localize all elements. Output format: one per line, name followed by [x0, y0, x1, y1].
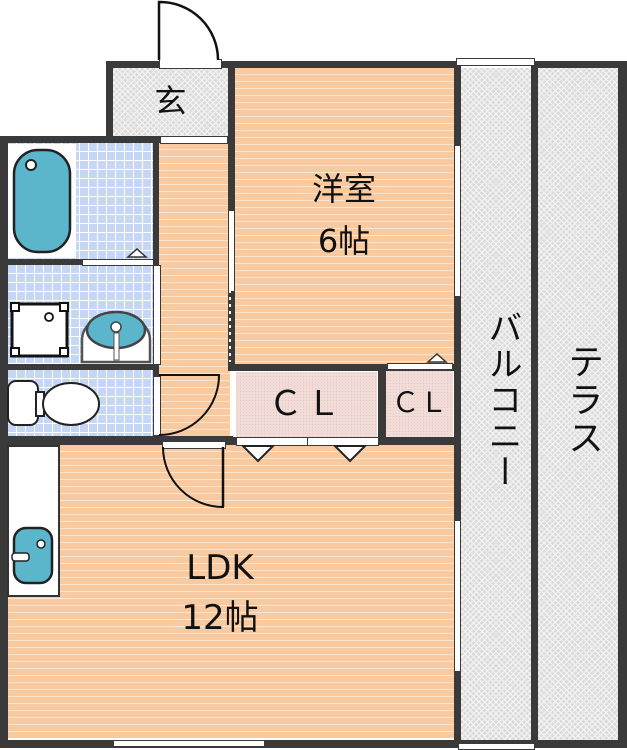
ldk-door-swing-icon	[162, 446, 225, 509]
wash-door[interactable]	[153, 265, 161, 365]
closet-small-marker-icon	[426, 352, 448, 363]
ldk-door-opening[interactable]	[162, 441, 226, 449]
closet-large-floor	[236, 372, 377, 437]
western-room-size: 6帖	[317, 222, 371, 260]
entrance-floor	[113, 68, 228, 138]
wall-wash-toilet	[0, 364, 159, 370]
ldk-window-bottom	[113, 740, 265, 747]
wall-bath-top	[0, 136, 160, 143]
western-window-top	[456, 58, 535, 66]
kitchen-sink-icon	[7, 445, 60, 597]
closet-small-floor	[386, 370, 453, 437]
bathtub-icon	[8, 144, 76, 258]
balcony-floor	[461, 68, 531, 740]
toilet-door[interactable]	[153, 376, 161, 436]
closet-door-marker-icon	[332, 445, 368, 463]
wall-closet-top	[228, 364, 456, 371]
western-room-name: 洋室	[311, 170, 376, 208]
wall-top-entrance	[106, 61, 456, 68]
wall-balcony-terrace	[531, 61, 538, 748]
wall-top-terrace	[533, 61, 626, 68]
terrace-label: テラス	[562, 343, 603, 457]
toilet-icon	[7, 380, 100, 426]
closet-large-label: ＣＬ	[268, 384, 345, 424]
ldk-window-side	[454, 520, 461, 672]
terrace-floor	[538, 68, 618, 740]
hall-top-opening	[160, 136, 228, 144]
western-window-side	[454, 145, 461, 297]
wall-closet-divider	[378, 364, 386, 445]
wall-toilet-bottom	[0, 436, 160, 445]
entrance-label: 玄	[154, 82, 187, 120]
wall-balcony-inner	[454, 61, 461, 748]
entrance-door-swing-icon	[157, 0, 220, 61]
washing-machine-icon	[10, 302, 69, 358]
western-room-floor	[234, 68, 454, 365]
bath-door-marker-icon	[126, 247, 148, 258]
washbasin-icon	[80, 310, 152, 364]
wall-entrance-left	[106, 61, 113, 143]
ldk-size: 12帖	[181, 598, 259, 638]
closet-door-marker-icon	[240, 445, 276, 463]
wall-right	[618, 61, 627, 748]
wall-hall-bottom	[153, 436, 233, 445]
balcony-label: バルコニー	[482, 310, 522, 490]
bath-door[interactable]	[82, 259, 154, 266]
toilet-door-swing-icon	[158, 374, 221, 436]
closet-small-label: ＣＬ	[391, 386, 448, 419]
ldk-name: LDK	[186, 548, 254, 588]
closet-small-door[interactable]	[387, 363, 453, 370]
western-room-door[interactable]	[228, 210, 235, 292]
wall-bath-wash	[0, 259, 159, 265]
ldk-floor	[8, 445, 454, 738]
wall-bottom	[0, 740, 627, 748]
